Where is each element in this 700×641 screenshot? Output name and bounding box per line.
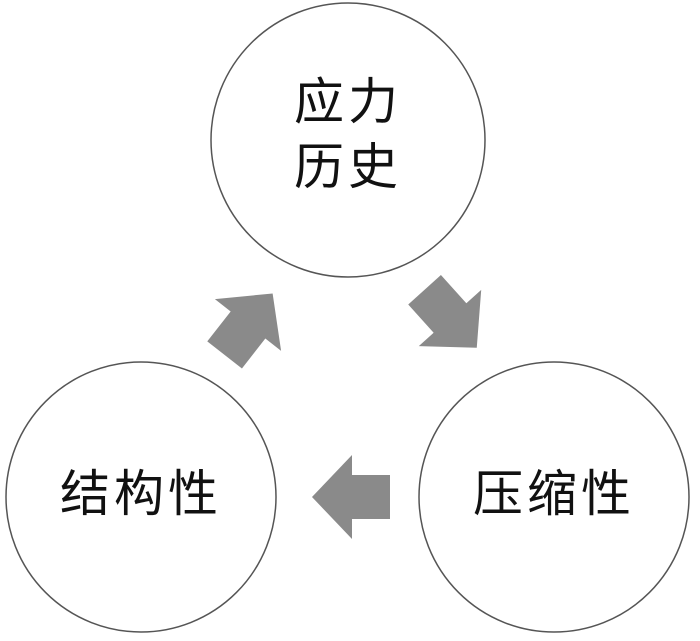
- node-top-line2: 历史: [294, 138, 402, 196]
- arrow-to-stress-history: [207, 293, 282, 369]
- node-stress-history-circle: [210, 2, 486, 278]
- node-top-line1: 应力: [294, 73, 402, 131]
- node-right-label: 压缩性: [473, 465, 635, 523]
- arrow-to-structure: [312, 455, 390, 539]
- node-structure-circle: [5, 361, 277, 633]
- arrow-to-compressibility: [408, 275, 482, 348]
- node-compressibility-circle: [418, 361, 690, 633]
- node-top-label: 应力 历史: [248, 70, 448, 200]
- node-left-label: 结构性: [60, 465, 222, 523]
